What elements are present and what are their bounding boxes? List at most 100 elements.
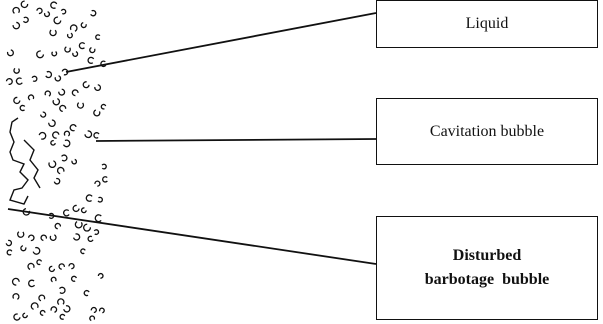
cavitation-bubble-mark (17, 231, 25, 238)
cavitation-bubble-mark (50, 140, 56, 146)
cavitation-bubble-mark (80, 207, 87, 214)
cavitation-bubble-mark (15, 77, 23, 85)
cavitation-bubble-mark (57, 298, 65, 306)
cavitation-bubble-mark (12, 293, 20, 300)
cavitation-bubble-mark (76, 102, 85, 109)
cavitation-bubble-mark (27, 94, 35, 101)
leader-line-barbotage (7, 208, 377, 265)
cavitation-bubble-mark (63, 130, 71, 137)
cavitation-bubble-mark (52, 97, 61, 106)
cavitation-bubble-mark (51, 51, 58, 57)
cavitation-bubble-mark (30, 302, 39, 310)
cavitation-bubble-mark (27, 262, 35, 270)
cavitation-bubble-mark (97, 196, 103, 203)
bubble-field (5, 0, 108, 322)
cavitation-bubble-mark (89, 315, 96, 322)
barbotage-bubble-outline-inner (23, 139, 41, 189)
cavitation-bubble-mark (68, 262, 75, 270)
cavitation-bubble-mark (38, 131, 47, 140)
cavitation-bubble-mark (90, 9, 97, 17)
cavitation-bubble-mark (94, 214, 102, 223)
cavitation-bubble-mark (13, 67, 20, 74)
cavitation-bubble-mark (22, 16, 29, 24)
cavitation-bubble-mark (20, 245, 27, 252)
cavitation-bubble-mark (87, 56, 95, 64)
cavitation-bubble-mark (62, 139, 71, 148)
cavitation-bubble-mark (71, 158, 78, 165)
cavitation-bubble-mark (54, 75, 62, 82)
label-cavitation-bubble: Cavitation bubble (429, 122, 545, 140)
cavitation-bubble-mark (36, 7, 43, 15)
cavitation-bubble-mark (90, 306, 97, 314)
cavitation-bubble-mark (12, 6, 20, 14)
label-barbotage-line-1: Disturbed (452, 247, 522, 264)
cavitation-bubble-mark (100, 60, 107, 68)
cavitation-bubble-mark (40, 234, 48, 242)
label-box-disturbed-barbotage-bubble: Disturbed barbotage bubble (376, 216, 598, 320)
cavitation-bubble-mark (89, 46, 96, 54)
cavitation-bubble-mark (22, 312, 28, 319)
cavitation-bubble-mark (19, 104, 26, 112)
cavitation-bubble-mark (69, 124, 77, 132)
label-box-liquid: Liquid (376, 0, 598, 48)
cavitation-bubble-mark (82, 81, 90, 89)
cavitation-bubble-mark (93, 132, 100, 139)
cavitation-bubble-mark (93, 229, 100, 236)
cavitation-bubble-mark (83, 289, 90, 297)
cavitation-bubble-mark (6, 249, 13, 256)
cavitation-bubble-mark (48, 160, 57, 168)
cavitation-bubble-mark (36, 50, 45, 59)
cavitation-bubble-mark (102, 176, 108, 183)
label-liquid: Liquid (465, 15, 509, 32)
cavitation-bubble-mark (83, 223, 92, 232)
cavitation-bubble-mark (52, 131, 60, 139)
label-barbotage-line-2: barbotage bubble (424, 271, 550, 288)
barbotage-bubble-outline (9, 117, 29, 205)
cavitation-bubble-mark (50, 276, 57, 283)
cavitation-bubble-mark (53, 16, 62, 25)
cavitation-bubble-mark (94, 84, 102, 91)
cavitation-bubble-mark (50, 306, 58, 313)
cavitation-bubble-mark (13, 313, 21, 321)
cavitation-bubble-mark (100, 103, 107, 110)
cavitation-bubble-mark (72, 50, 79, 57)
cavitation-bubble-mark (6, 49, 14, 57)
cavitation-bubble-mark (39, 309, 46, 316)
cavitation-bubble-mark (60, 8, 67, 15)
cavitation-bubble-mark (28, 279, 36, 288)
cavitation-bubble-mark (31, 75, 38, 82)
cavitation-bubble-mark (48, 119, 56, 128)
cavitation-bubble-mark (5, 78, 13, 85)
cavitation-bubble-mark (93, 109, 101, 117)
cavitation-bubble-mark (49, 234, 57, 241)
cavitation-bubble-mark (59, 313, 66, 320)
cavitation-bubble-mark (63, 305, 71, 313)
label-box-cavitation-bubble: Cavitation bubble (376, 98, 598, 165)
cavitation-bubble-mark (13, 96, 21, 105)
cavitation-bubble-mark (48, 265, 56, 273)
cavitation-bubble-mark (11, 277, 20, 286)
cavitation-bubble-mark (97, 272, 104, 279)
cavitation-bubble-mark (80, 248, 86, 255)
cavitation-bubble-mark (64, 46, 71, 53)
cavitation-bubble-mark (36, 259, 43, 266)
cavitation-bubble-mark (50, 1, 58, 9)
cavitation-bubble-mark (69, 24, 78, 32)
cavitation-bubble-mark (58, 263, 65, 270)
cavitation-bubble-mark (44, 90, 52, 97)
cavitation-bubble-mark (72, 204, 80, 213)
cavitation-bubble-mark (58, 88, 66, 96)
cavitation-bubble-mark (40, 111, 47, 118)
cavitation-bubble-mark (5, 239, 13, 247)
cavitation-bubble-mark (70, 275, 78, 282)
cavitation-bubble-mark (72, 233, 81, 241)
cavitation-bubble-mark (27, 234, 35, 242)
cavitation-bubble-mark (63, 209, 70, 217)
cavitation-bubble-mark (99, 307, 105, 314)
cavitation-bubble-mark (61, 68, 69, 76)
cavitation-bubble-mark (32, 246, 41, 255)
cavitation-bubble-mark (56, 166, 65, 175)
cavitation-bubble-mark (12, 21, 21, 30)
